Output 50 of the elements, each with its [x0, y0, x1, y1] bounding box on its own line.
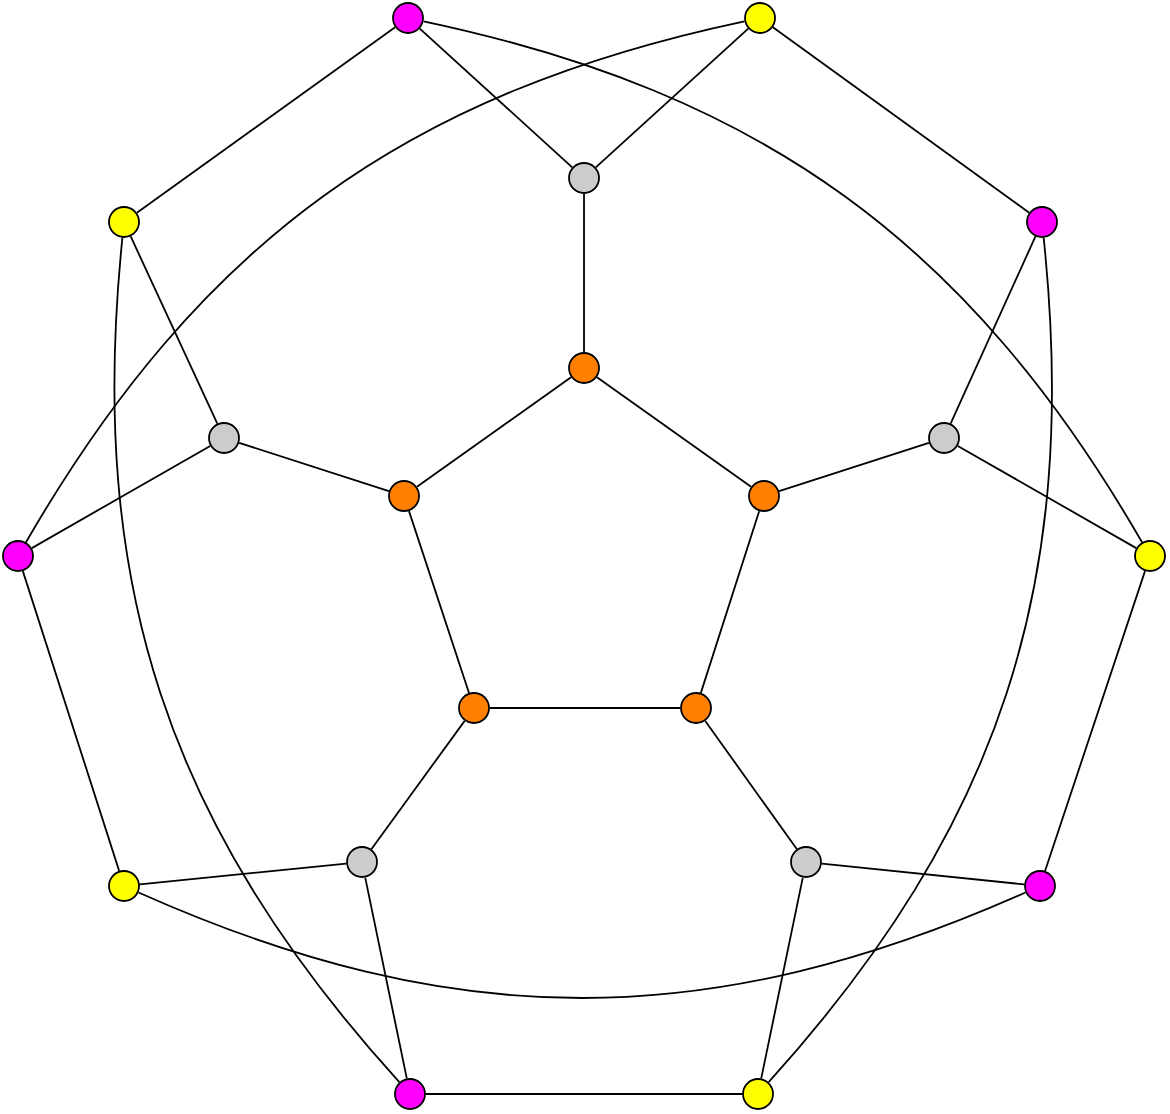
edge-line: [704, 720, 798, 850]
vertex-circle: [744, 2, 776, 34]
edge-line: [238, 442, 390, 493]
edge-line: [137, 891, 1027, 999]
edge-line: [25, 20, 746, 544]
edge-line: [956, 445, 1138, 549]
edge-line: [699, 510, 761, 694]
edge-line: [129, 235, 219, 425]
vertex-circle: [928, 422, 960, 454]
edge-line: [422, 20, 1143, 544]
vertex-circle: [742, 1078, 774, 1110]
edge-line: [760, 876, 804, 1080]
edge-line: [138, 862, 348, 886]
vertex-circle: [1026, 206, 1058, 238]
edge-line: [136, 26, 396, 214]
edge-line: [425, 1093, 743, 1095]
edge-line: [772, 26, 1031, 214]
vertex-circle: [458, 692, 490, 724]
edge-line: [418, 27, 574, 169]
edge-line: [113, 236, 401, 1084]
vertex-circle: [790, 846, 822, 878]
vertex-circle: [346, 846, 378, 878]
edge-line: [21, 570, 121, 872]
vertex-circle: [392, 2, 424, 34]
edge-line: [370, 719, 466, 851]
edge-line: [416, 376, 572, 488]
edge-line: [767, 236, 1053, 1084]
vertex-circle: [568, 162, 600, 194]
vertex-circle: [1134, 540, 1166, 572]
vertex-circle: [748, 480, 780, 512]
edge-line: [778, 442, 930, 493]
edge-line: [30, 445, 212, 549]
edge-line: [583, 193, 585, 353]
vertex-circle: [2, 540, 34, 572]
vertex-circle: [388, 480, 420, 512]
edge-line: [408, 510, 470, 694]
vertex-circle: [568, 352, 600, 384]
edge-line: [596, 376, 752, 488]
vertex-circle: [208, 422, 240, 454]
vertex-circle: [108, 206, 140, 238]
edge-line: [489, 707, 681, 709]
edge-line: [594, 27, 750, 169]
edge-line: [364, 876, 408, 1080]
edge-line: [820, 862, 1026, 886]
vertex-circle: [1024, 870, 1056, 902]
vertex-circle: [394, 1078, 426, 1110]
vertex-circle: [680, 692, 712, 724]
vertex-circle: [108, 870, 140, 902]
edge-line: [1044, 570, 1146, 872]
edge-line: [949, 235, 1037, 425]
